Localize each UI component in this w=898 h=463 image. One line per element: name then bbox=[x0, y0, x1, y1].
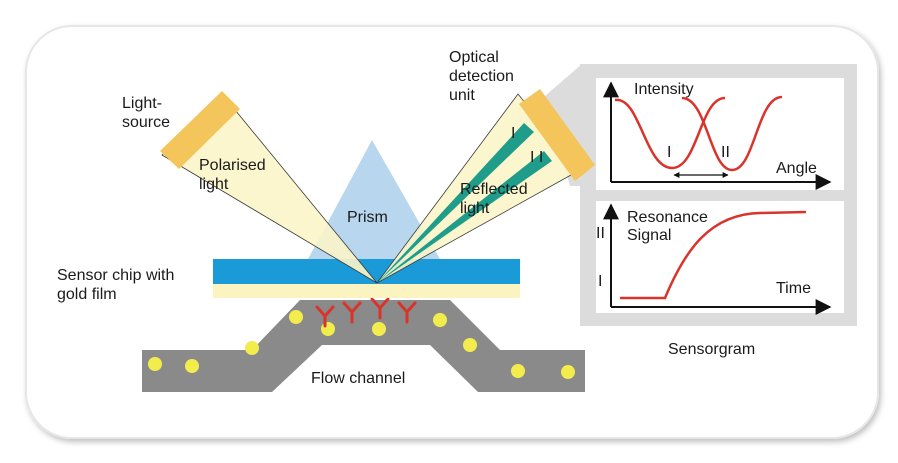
resonance-title-line2: Signal bbox=[627, 227, 671, 244]
particle bbox=[321, 322, 335, 336]
antibody bbox=[370, 297, 390, 320]
optical-detection-label-line3: unit bbox=[449, 87, 475, 104]
sensor-chip-label-line2: gold film bbox=[57, 286, 117, 303]
intensity-title: Intensity bbox=[634, 81, 694, 98]
particle bbox=[463, 338, 477, 352]
polarised-light-label-line1: Polarised bbox=[199, 157, 266, 174]
resonance-plot: Resonance Signal Time II I bbox=[596, 201, 844, 315]
intensity-plot-area bbox=[596, 78, 844, 190]
dip-II-label: II bbox=[721, 144, 730, 161]
particle bbox=[372, 322, 386, 336]
particle bbox=[185, 359, 199, 373]
light-source bbox=[160, 91, 240, 169]
reflected-light-label-line1: Reflected bbox=[460, 181, 528, 198]
flow-channel bbox=[142, 300, 585, 392]
resonance-xlabel: Time bbox=[776, 280, 811, 297]
beam-I-label: I bbox=[511, 125, 515, 142]
analyte-particles bbox=[148, 310, 575, 379]
beam-II-label: I I bbox=[530, 149, 543, 166]
level-I-label: I bbox=[598, 273, 602, 290]
prism bbox=[308, 140, 440, 259]
particle bbox=[511, 364, 525, 378]
intensity-plot: Intensity Angle I II bbox=[596, 78, 844, 190]
antibody bbox=[342, 301, 362, 324]
resonance-title-line1: Resonance bbox=[627, 209, 708, 226]
reflected-light-label-line2: light bbox=[460, 200, 490, 217]
particle bbox=[433, 313, 447, 327]
sensor-chip-label-line1: Sensor chip with bbox=[57, 267, 174, 284]
sensorgram-label: Sensorgram bbox=[668, 341, 755, 358]
polarised-light-label-line2: light bbox=[199, 176, 229, 193]
antibodies bbox=[315, 297, 417, 328]
antibody bbox=[397, 301, 417, 324]
particle bbox=[245, 341, 259, 355]
light-source-label-line2: source bbox=[122, 114, 170, 131]
prism-label: Prism bbox=[347, 209, 388, 226]
antibody bbox=[315, 305, 335, 328]
optical-detection-label-line2: detection bbox=[449, 68, 514, 85]
level-II-label: II bbox=[596, 225, 605, 242]
dip-I-label: I bbox=[667, 144, 671, 161]
intensity-curve-I bbox=[614, 96, 726, 170]
particle bbox=[148, 357, 162, 371]
light-source-label-line1: Light- bbox=[122, 95, 162, 112]
resonance-curve bbox=[620, 210, 807, 300]
gold-film bbox=[213, 284, 520, 298]
optical-detection-unit bbox=[519, 89, 595, 181]
resonance-plot-area bbox=[596, 201, 844, 313]
optical-detection-label-line1: Optical bbox=[449, 49, 499, 66]
intensity-curve-II bbox=[681, 95, 783, 172]
reflected-beam-I bbox=[377, 123, 534, 283]
particle bbox=[561, 365, 575, 379]
flow-channel-label: Flow channel bbox=[311, 370, 405, 387]
particle bbox=[289, 310, 303, 324]
reflected-beam-II bbox=[377, 151, 552, 283]
intensity-xlabel: Angle bbox=[776, 160, 817, 177]
